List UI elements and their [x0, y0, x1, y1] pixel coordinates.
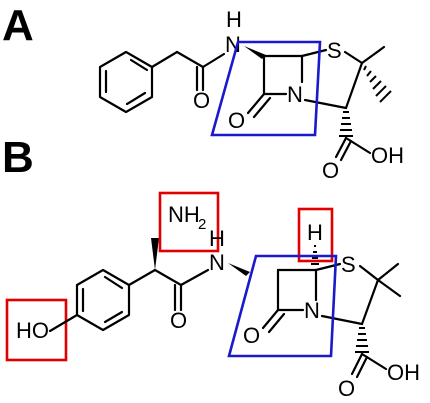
panel-b-hydroxyl: HO: [16, 318, 49, 343]
panel-b-ring-nitrogen: N: [304, 298, 320, 323]
panel-b: B HO NH 2 O N H H: [2, 133, 420, 401]
panel-b-benzene-ring: [75, 268, 131, 332]
panel-a-lactam-oxygen: O: [228, 108, 245, 133]
panel-a-amide-oxygen: O: [193, 88, 210, 113]
panel-a-hashed-methyl: [363, 65, 392, 103]
panel-b-hashed-hydrogen: [311, 245, 319, 265]
panel-a-thiazolidine-ring: [300, 45, 386, 110]
panel-b-amine-subscript: 2: [198, 216, 206, 233]
panel-a-amide-hydrogen: H: [226, 7, 242, 32]
panel-b-sulfur: S: [341, 252, 356, 277]
panel-b-hydroxyl-highlight: [5, 298, 68, 362]
panel-b-beta-lactam-ring: [261, 268, 318, 334]
panel-a-amide-nitrogen: N: [225, 32, 241, 57]
panel-a-label: A: [2, 1, 34, 50]
panel-b-ring-to-alpha-bond: [127, 268, 157, 287]
panel-b-amide-hydrogen: H: [209, 226, 225, 251]
panel-b-acid-hydroxyl: OH: [387, 360, 420, 385]
panel-b-thiazolidine-ring: [314, 262, 402, 326]
panel-a-side-chain: [150, 50, 226, 92]
panel-b-amine-highlight: [158, 191, 220, 253]
panel-a-benzene-ring: [98, 50, 154, 114]
panel-b-amine: NH: [168, 202, 200, 227]
panel-b-amide-carbonyl: [153, 268, 210, 312]
panel-b-lactam-oxygen: O: [243, 323, 260, 348]
panel-a-acid-oxygen: O: [322, 158, 339, 183]
panel-b-amine-wedge: [151, 238, 159, 270]
panel-a-beta-lactam-ring: [246, 54, 304, 119]
panel-a-acid-hydroxyl: OH: [371, 143, 404, 168]
panel-a-blue-highlight: [210, 40, 322, 137]
panel-b-wedge-bond: [228, 263, 250, 276]
panel-a-sulfur: S: [327, 38, 342, 63]
panel-a-ring-nitrogen: N: [287, 82, 303, 107]
panel-a-wedge-bond: [244, 46, 266, 59]
panel-a-hashed-carboxyl: [339, 111, 353, 137]
panel-b-highlighted-hydrogen: H: [307, 220, 323, 245]
panel-b-amide-oxygen: O: [170, 308, 187, 333]
panel-b-label: B: [2, 133, 34, 182]
panel-a: A O N H O N: [2, 1, 404, 183]
panel-b-amide-nitrogen: N: [209, 250, 225, 275]
panel-b-hashed-carboxyl: [355, 327, 369, 353]
panel-b-acid-oxygen: O: [338, 376, 355, 401]
panel-b-blue-highlight: [227, 254, 338, 358]
panel-b-hydrogen-highlight: [297, 207, 334, 263]
